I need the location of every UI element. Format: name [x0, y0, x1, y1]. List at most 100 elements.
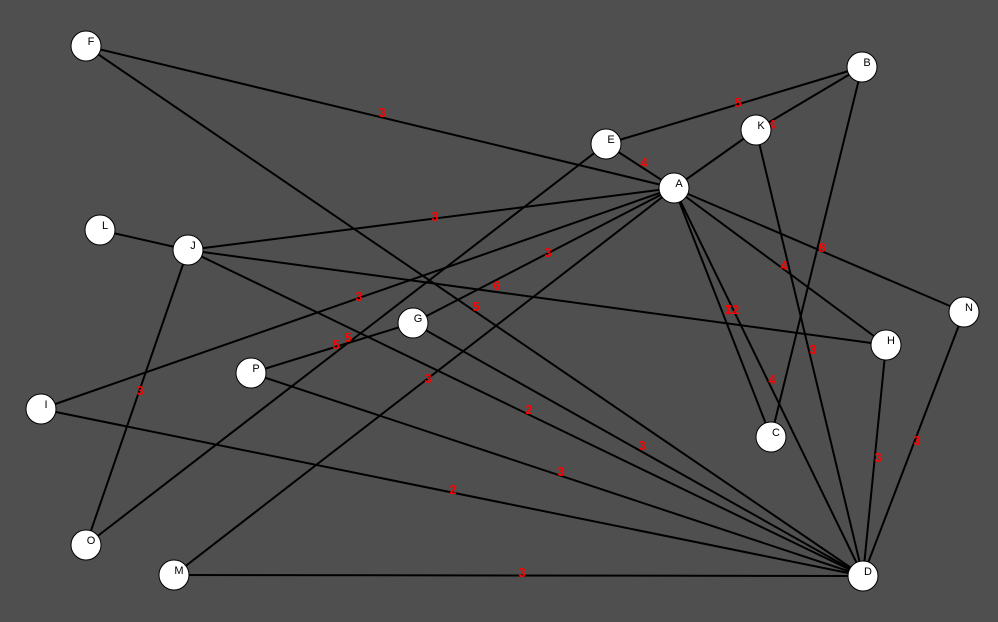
node-label-D: D	[864, 566, 872, 578]
node-circle-H[interactable]	[870, 329, 902, 361]
edge-E-B	[605, 66, 863, 145]
edge-J-D	[187, 249, 864, 577]
node-label-L: L	[102, 220, 108, 232]
node-K[interactable]: K	[740, 114, 772, 146]
edge-weight-B-C: 8	[818, 240, 825, 255]
edge-weight-G-P: 5	[332, 337, 339, 352]
edge-weight-F-A: 3	[378, 105, 385, 120]
edge-weight-A-H: 3	[544, 245, 551, 260]
edge-J-A	[187, 187, 675, 251]
edge-weight-F-D: 5	[472, 299, 479, 314]
node-circle-O[interactable]	[70, 529, 102, 561]
edges	[40, 45, 965, 577]
edge-weight-J-O: 3	[136, 383, 143, 398]
edge-A-I	[40, 187, 675, 410]
edge-weight-P-D: 3	[557, 464, 564, 479]
node-label-A: A	[675, 178, 683, 190]
node-circle-D[interactable]	[847, 560, 879, 592]
edge-weight-M-D: 3	[518, 565, 525, 580]
edge-G-D	[412, 322, 864, 577]
node-label-N: N	[965, 302, 973, 314]
edge-weight-K-D: 3	[809, 342, 816, 357]
node-D[interactable]: D	[847, 560, 879, 592]
node-I[interactable]: I	[25, 393, 57, 425]
node-circle-J[interactable]	[172, 234, 204, 266]
edge-B-C	[770, 66, 863, 438]
node-P[interactable]: P	[235, 357, 267, 389]
node-circle-K[interactable]	[740, 114, 772, 146]
node-circle-N[interactable]	[948, 296, 980, 328]
nodes: F B E K A L J N G H P I C O M D	[25, 30, 980, 592]
edge-weight-A-D: 4	[768, 372, 776, 387]
edge-weight-A-N: 4	[780, 258, 788, 273]
node-label-P: P	[252, 363, 259, 375]
node-circle-F[interactable]	[70, 30, 102, 62]
edge-F-A	[85, 45, 675, 189]
edge-A-C	[673, 187, 772, 438]
edge-A-N	[673, 187, 965, 313]
edge-P-D	[250, 372, 864, 577]
edge-I-D	[40, 408, 864, 577]
edge-K-D	[755, 129, 864, 577]
edge-weight-A-G: 6	[493, 278, 500, 293]
node-A[interactable]: A	[658, 172, 690, 204]
node-H[interactable]: H	[870, 329, 902, 361]
edge-weight-E-O: 5	[344, 330, 351, 345]
node-N[interactable]: N	[948, 296, 980, 328]
node-B[interactable]: B	[846, 51, 878, 83]
node-G[interactable]: G	[397, 307, 429, 339]
node-circle-P[interactable]	[235, 357, 267, 389]
edge-weight-E-B: 5	[734, 95, 741, 110]
node-label-H: H	[887, 335, 895, 347]
node-label-F: F	[88, 36, 95, 48]
node-label-O: O	[87, 535, 96, 547]
node-C[interactable]: C	[755, 421, 787, 453]
node-circle-M[interactable]	[158, 559, 190, 591]
node-F[interactable]: F	[70, 30, 102, 62]
edge-H-D	[862, 344, 887, 577]
node-circle-E[interactable]	[590, 128, 622, 160]
edge-weight-J-H: 12	[725, 302, 739, 317]
edge-F-D	[85, 45, 864, 577]
node-label-J: J	[190, 240, 196, 252]
edge-weight-J-A: 3	[431, 209, 438, 224]
edge-A-G	[412, 187, 675, 324]
edge-weight-I-D: 2	[449, 482, 456, 497]
edge-weight-E-A: 4	[640, 155, 648, 170]
node-label-C: C	[772, 427, 780, 439]
node-J[interactable]: J	[172, 234, 204, 266]
edge-M-D	[173, 574, 864, 577]
edge-weight-A-C: 7	[724, 302, 731, 317]
edge-K-A	[673, 129, 757, 189]
node-label-I: I	[44, 399, 47, 411]
node-O[interactable]: O	[70, 529, 102, 561]
node-circle-A[interactable]	[658, 172, 690, 204]
node-label-M: M	[174, 565, 183, 577]
edge-weight-G-D: 3	[638, 438, 645, 453]
edge-K-B	[755, 66, 863, 131]
edge-weight-A-M: 3	[424, 371, 431, 386]
node-circle-L[interactable]	[84, 214, 116, 246]
node-circle-G[interactable]	[397, 307, 429, 339]
edge-A-H	[673, 187, 887, 346]
edge-weight-K-B: 4	[768, 117, 776, 132]
edge-N-D	[862, 311, 965, 577]
edge-G-P	[250, 322, 414, 374]
edge-A-D	[673, 187, 864, 577]
node-circle-B[interactable]	[846, 51, 878, 83]
node-E[interactable]: E	[590, 128, 622, 160]
edge-weight-H-D: 3	[874, 450, 881, 465]
node-circle-C[interactable]	[755, 421, 787, 453]
edge-A-M	[173, 187, 675, 576]
node-label-K: K	[757, 120, 765, 132]
node-label-E: E	[607, 134, 614, 146]
node-M[interactable]: M	[158, 559, 190, 591]
node-L[interactable]: L	[84, 214, 116, 246]
node-circle-I[interactable]	[25, 393, 57, 425]
edge-J-H	[187, 249, 887, 346]
edge-weight-J-D: 2	[525, 402, 532, 417]
node-label-B: B	[863, 57, 870, 69]
